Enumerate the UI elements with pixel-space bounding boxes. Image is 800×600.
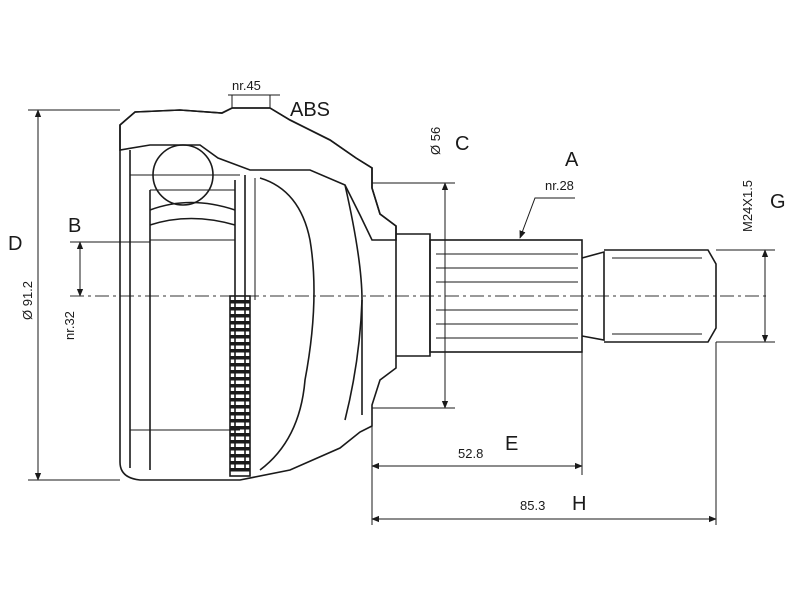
abs-tooth xyxy=(230,391,250,395)
abs-tooth xyxy=(230,335,250,339)
abs-tooth xyxy=(230,426,250,430)
label-b-letter: B xyxy=(68,215,81,237)
label-h-letter: H xyxy=(572,493,586,515)
label-e-dim: 52.8 xyxy=(458,446,483,461)
abs-tooth xyxy=(230,468,250,472)
joint-housing xyxy=(119,107,397,481)
label-g-dim: M24X1.5 xyxy=(740,180,755,232)
label-g-letter: G xyxy=(770,191,786,213)
label-c-letter: C xyxy=(455,133,469,155)
abs-tooth xyxy=(230,433,250,437)
abs-tooth xyxy=(230,384,250,388)
label-e-letter: E xyxy=(505,433,518,455)
abs-tooth xyxy=(230,377,250,381)
label-d-letter: D xyxy=(8,233,22,255)
label-c-dim: Ø 56 xyxy=(428,127,443,155)
label-abs: ABS xyxy=(290,99,330,121)
abs-tooth xyxy=(230,454,250,458)
abs-tooth xyxy=(230,412,250,416)
abs-tooth xyxy=(230,356,250,360)
abs-tooth xyxy=(230,440,250,444)
abs-tooth xyxy=(230,363,250,367)
label-nr32: nr.32 xyxy=(62,311,77,340)
abs-tooth xyxy=(230,370,250,374)
abs-tooth xyxy=(230,461,250,465)
abs-tooth xyxy=(230,328,250,332)
label-nr28: nr.28 xyxy=(545,178,574,193)
abs-tooth xyxy=(230,398,250,402)
label-a-letter: A xyxy=(565,149,579,171)
abs-ring xyxy=(229,295,251,477)
label-h-dim: 85.3 xyxy=(520,498,545,513)
abs-tooth xyxy=(230,307,250,311)
abs-tooth xyxy=(230,300,250,304)
abs-tooth xyxy=(230,349,250,353)
abs-tooth xyxy=(230,342,250,346)
abs-tooth xyxy=(230,405,250,409)
abs-tooth xyxy=(230,419,250,423)
abs-tooth xyxy=(230,314,250,318)
label-d-dim: Ø 91.2 xyxy=(20,281,35,320)
abs-tooth xyxy=(230,321,250,325)
label-nr45: nr.45 xyxy=(232,78,261,93)
abs-tooth xyxy=(230,447,250,451)
shaft xyxy=(396,233,717,357)
